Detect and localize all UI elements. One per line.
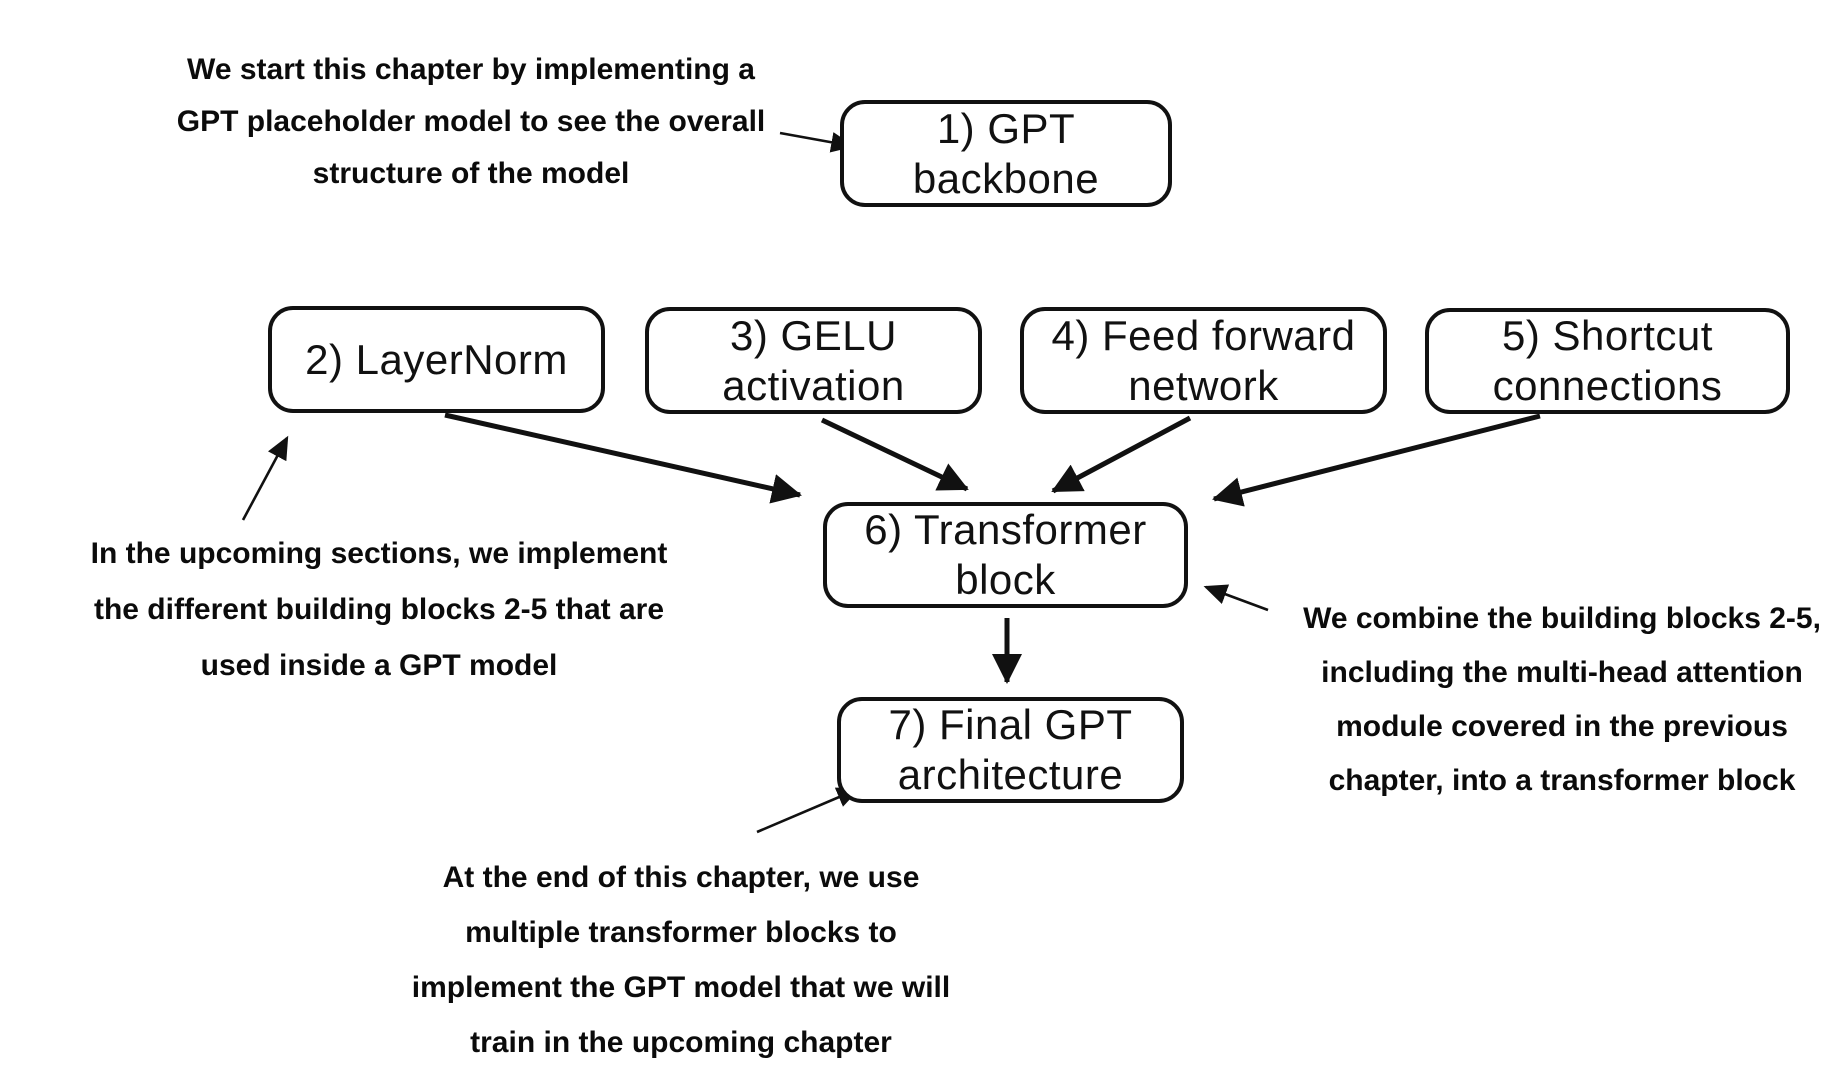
arrow-feed-forward-to-transformer-block: [1051, 415, 1192, 494]
node-transformer-block: 6) Transformer block: [823, 502, 1188, 608]
node-layernorm: 2) LayerNorm: [268, 306, 605, 413]
arrow-shortcut-to-transformer-block: [1212, 413, 1541, 507]
arrow-note-to-final-gpt: [756, 787, 861, 834]
node-shortcut-connections: 5) Shortcut connections: [1425, 308, 1790, 414]
annotation-upcoming-sections: In the upcoming sections, we implement t…: [90, 537, 668, 682]
arrow-gelu-to-transformer-block: [820, 417, 969, 492]
node-feed-forward-network: 4) Feed forward network: [1020, 307, 1387, 414]
arrow-note-to-layernorm: [241, 435, 289, 521]
annotation-end-of-chapter: At the end of this chapter, we use multi…: [411, 861, 951, 1059]
arrow-note-to-transformer-block: [1203, 584, 1269, 612]
arrow-layernorm-to-transformer-block: [444, 412, 802, 504]
annotation-start-chapter: We start this chapter by implementing a …: [176, 53, 766, 190]
annotation-combine-blocks: We combine the building blocks 2-5, incl…: [1303, 602, 1821, 797]
node-gpt-backbone: 1) GPT backbone: [840, 100, 1172, 207]
node-final-gpt-architecture: 7) Final GPT architecture: [837, 697, 1184, 803]
node-gelu-activation: 3) GELU activation: [645, 307, 982, 414]
